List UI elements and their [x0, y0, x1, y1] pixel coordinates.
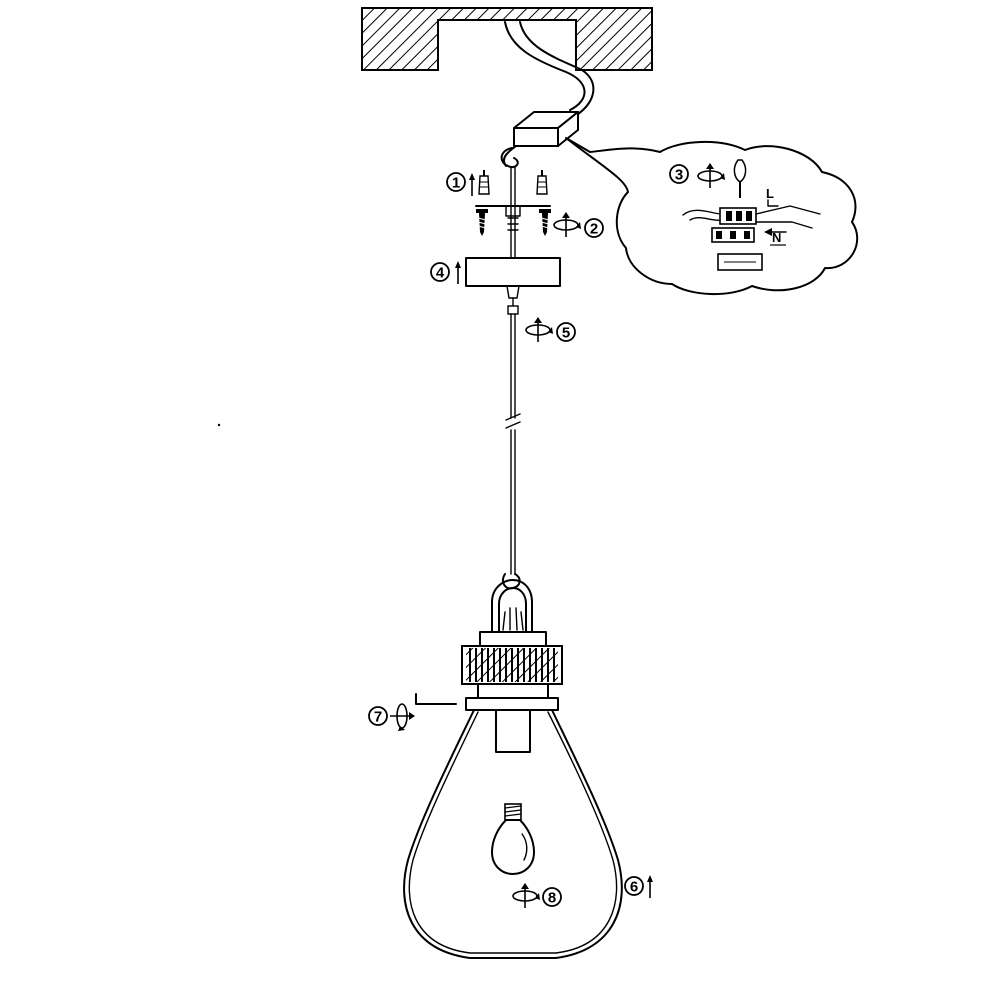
step-number: 6 [630, 879, 638, 896]
step-number: 8 [548, 890, 556, 907]
locking-ring [465, 697, 559, 711]
junction-box [513, 111, 579, 147]
lamp-loop [491, 579, 533, 633]
step-8: 8 [512, 882, 562, 909]
ceiling [361, 7, 653, 71]
step-4: 4 [430, 257, 561, 287]
screw-icon [538, 208, 552, 237]
mounting-bracket [475, 205, 551, 231]
rotate-arrow-icon [512, 882, 541, 909]
wall-plug-icon [478, 169, 490, 195]
step-number: 1 [452, 175, 460, 192]
ceiling-hatch-icon [361, 7, 653, 71]
svg-text:L: L [766, 186, 774, 201]
step-number: 7 [374, 709, 382, 726]
screwdriver-icon [733, 159, 747, 198]
screw-icon [475, 208, 489, 237]
step-number: 5 [562, 325, 570, 342]
step-number: 3 [675, 167, 683, 184]
cable-gripper [506, 285, 520, 315]
up-arrow-icon [454, 260, 462, 285]
wiring-detail-callout [565, 137, 859, 295]
step-6: 6 [624, 874, 654, 899]
stray-mark [217, 423, 221, 427]
neutral-wire-label: N [764, 228, 787, 246]
step-2: 2 [475, 208, 604, 238]
step-5: 5 [525, 316, 576, 343]
step-number: 4 [436, 265, 445, 282]
supply-cable [504, 21, 586, 111]
lamp-socket [495, 709, 531, 753]
light-bulb-icon [491, 803, 535, 875]
ceiling-canopy [465, 257, 561, 287]
rotate-arrow-icon [525, 316, 554, 343]
step-7: 7 [368, 693, 559, 732]
rotate-arrow-icon [697, 162, 726, 189]
suspension-cable [502, 313, 521, 590]
step-number: 2 [590, 221, 598, 238]
svg-text:N: N [772, 230, 781, 245]
live-wire-label: L [766, 186, 779, 207]
lamp-cap [461, 631, 563, 699]
terminal-block [682, 205, 821, 271]
step-1: 1 [446, 169, 548, 197]
rotate-arrow-icon [389, 703, 416, 732]
wall-plug-icon [536, 169, 548, 195]
hook-icon [500, 147, 519, 168]
step-3: 3 [669, 159, 747, 198]
rotate-arrow-icon [553, 211, 582, 238]
up-arrow-icon [646, 874, 654, 899]
up-arrow-icon [468, 172, 476, 197]
